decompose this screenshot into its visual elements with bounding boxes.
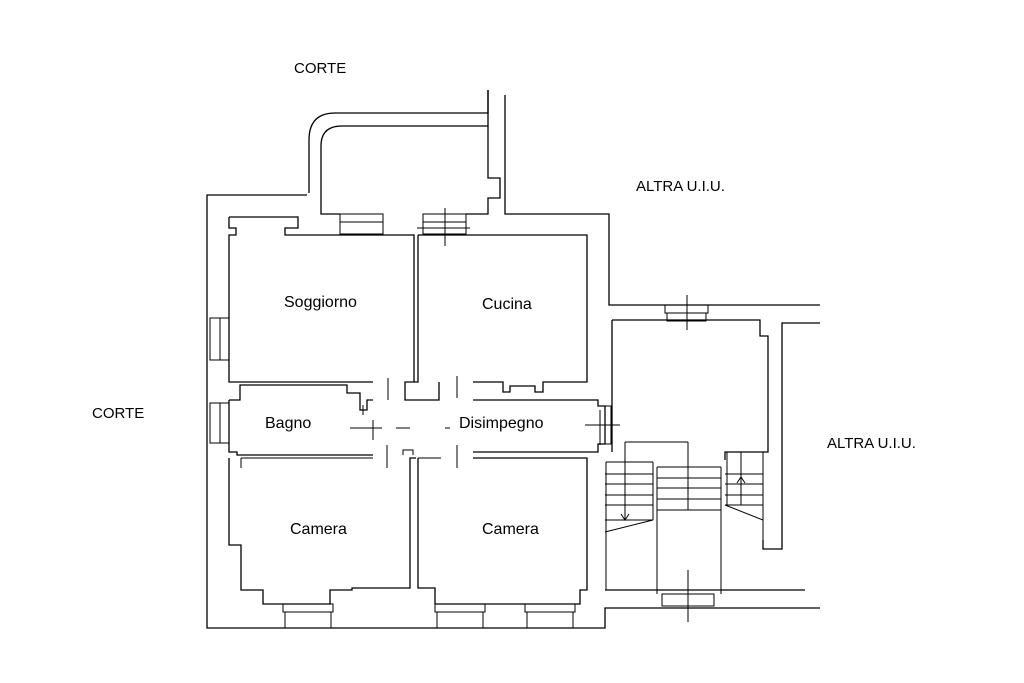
balcony (308, 90, 501, 246)
room-label-camera-right: Camera (482, 521, 539, 538)
room-disimpegno-walls (386, 376, 620, 468)
room-label-cucina: Cucina (482, 296, 532, 313)
room-label-soggiorno: Soggiorno (284, 294, 357, 311)
room-camera-right-walls (417, 457, 588, 629)
room-label-camera-left: Camera (290, 521, 347, 538)
corte-top-label: CORTE (294, 60, 347, 77)
altra-uiu-top-label: ALTRA U.I.U. (636, 178, 725, 195)
room-label-disimpegno: Disimpegno (459, 415, 544, 432)
stairwell (604, 295, 769, 622)
room-label-bagno: Bagno (265, 415, 312, 432)
room-soggiorno-walls (209, 216, 415, 383)
corte-left-label: CORTE (92, 405, 145, 422)
altra-uiu-right-label: ALTRA U.I.U. (827, 435, 916, 452)
room-camera-left-walls (228, 449, 416, 629)
room-cucina-walls (404, 234, 588, 401)
room-bagno-walls (209, 378, 389, 456)
outer-walls (206, 95, 820, 629)
